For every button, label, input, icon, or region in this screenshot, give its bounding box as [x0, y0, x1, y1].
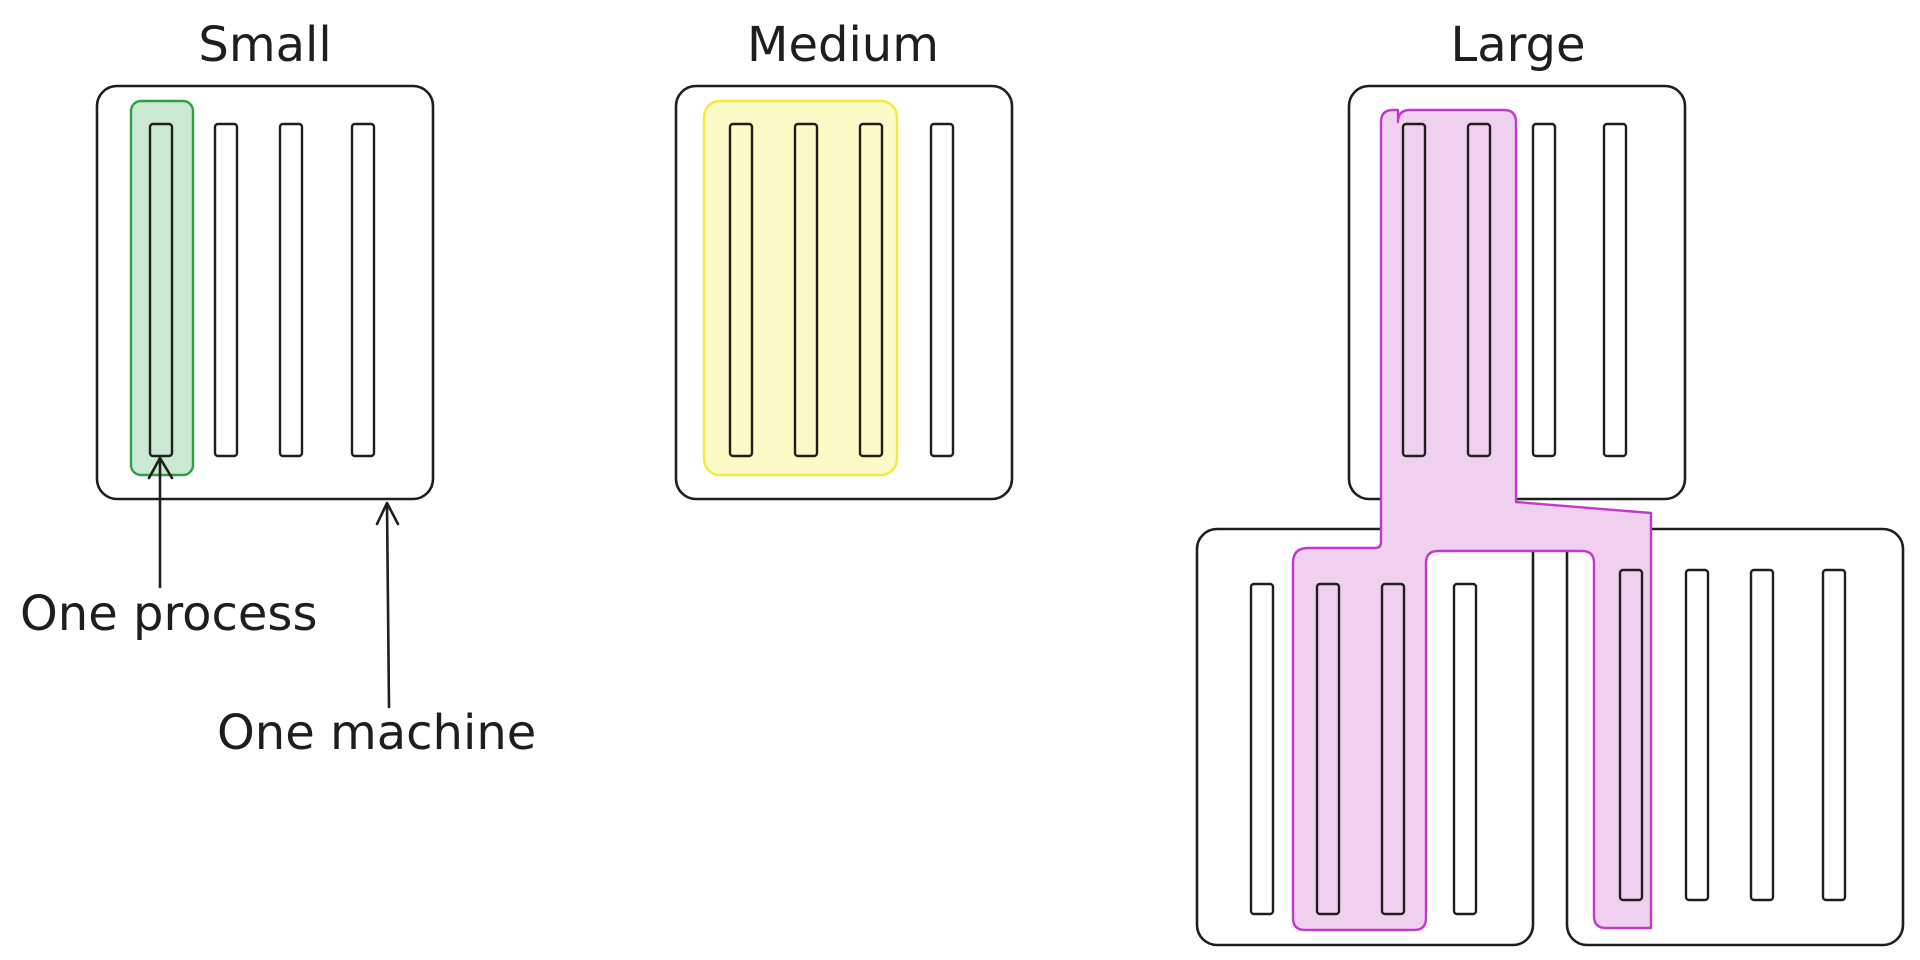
medium-group: Medium — [674, 17, 1014, 501]
one-process-arrow — [147, 456, 174, 589]
medium-process-slot-1 — [728, 122, 754, 458]
large-bottom-left-slot-2 — [1315, 582, 1341, 916]
medium-title: Medium — [747, 17, 939, 73]
medium-machine — [674, 84, 1014, 501]
one-process-label: One process — [20, 586, 317, 642]
large-bottom-left-slot-1 — [1249, 582, 1275, 916]
large-bottom-left-slot-4 — [1452, 582, 1478, 916]
large-machine-bottom-left — [1195, 527, 1535, 947]
small-title: Small — [198, 17, 331, 73]
large-machine-bottom-right — [1565, 527, 1905, 947]
large-bottom-right-slot-2 — [1684, 568, 1710, 902]
large-bottom-right-slot-3 — [1749, 568, 1775, 902]
medium-process-slot-3 — [858, 122, 884, 458]
medium-process-highlight — [702, 99, 899, 477]
small-process-slot-3 — [278, 122, 304, 458]
small-process-slot-2 — [213, 122, 239, 458]
large-bottom-left-slot-3 — [1380, 582, 1406, 916]
small-process-slot-4 — [350, 122, 376, 458]
one-machine-label: One machine — [217, 705, 536, 761]
large-top-slot-3 — [1531, 122, 1557, 458]
medium-process-slot-2 — [793, 122, 819, 458]
large-group: Large — [1195, 17, 1905, 947]
large-bottom-right-slot-1 — [1618, 568, 1644, 902]
small-group: Small One process One machine — [20, 17, 536, 761]
small-machine — [95, 84, 435, 501]
medium-process-slot-4 — [929, 122, 955, 458]
large-title: Large — [1450, 17, 1585, 73]
large-top-slot-2 — [1466, 122, 1492, 458]
large-process-highlight — [1291, 108, 1653, 932]
large-top-slot-1 — [1401, 122, 1427, 458]
small-process-slot-1 — [148, 122, 174, 458]
large-top-slot-4 — [1602, 122, 1628, 458]
large-bottom-right-slot-4 — [1821, 568, 1847, 902]
small-process-highlight — [129, 99, 195, 477]
one-machine-arrow — [375, 501, 400, 709]
